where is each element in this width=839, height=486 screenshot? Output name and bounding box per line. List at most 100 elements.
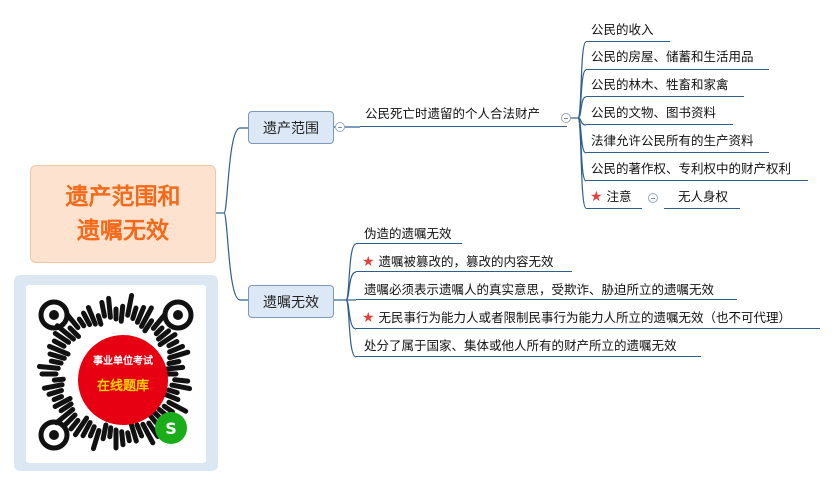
collapse-toggle[interactable] xyxy=(335,122,345,132)
collapse-toggle[interactable] xyxy=(648,193,658,203)
qr-module xyxy=(52,330,72,345)
invalid-will-item-text: 处分了属于国家、集体或他人所有的财产所立的遗嘱无效 xyxy=(364,338,677,353)
qr-module xyxy=(95,313,104,327)
estate-item-underline xyxy=(586,124,733,125)
qr-module xyxy=(167,343,185,355)
invalid-will-item-underline xyxy=(356,328,820,329)
invalid-will-item-text: 遗嘱必须表示遗嘱人的真实意思，受欺诈、胁迫所立的遗嘱无效 xyxy=(364,282,715,297)
estate-item[interactable]: 法律允许公民所有的生产资料 xyxy=(591,133,754,149)
qr-module xyxy=(81,310,93,328)
note-value-underline xyxy=(664,208,740,209)
estate-item-underline xyxy=(586,180,808,181)
star-icon: ★ xyxy=(362,310,375,326)
qr-module xyxy=(166,387,180,396)
note-underline xyxy=(586,208,642,209)
invalid-will-item[interactable]: 处分了属于国家、集体或他人所有的财产所立的遗嘱无效 xyxy=(364,338,677,354)
estate-item-underline xyxy=(586,41,670,42)
branch-estate-scope-label: 遗产范围 xyxy=(263,120,319,137)
root-topic[interactable]: 遗产范围和 遗嘱无效 xyxy=(30,165,216,263)
qr-module xyxy=(165,364,186,372)
branch-estate-scope[interactable]: 遗产范围 xyxy=(248,111,334,144)
invalid-will-item[interactable]: 遗嘱必须表示遗嘱人的真实意思，受欺诈、胁迫所立的遗嘱无效 xyxy=(364,282,714,298)
qr-code-pattern xyxy=(36,293,194,452)
star-icon: ★ xyxy=(362,254,375,270)
estate-item[interactable]: 公民的林木、牲畜和家禽 xyxy=(591,77,729,93)
estate-item[interactable]: 公民的房屋、储蓄和生活用品 xyxy=(591,49,754,65)
estate-item[interactable]: 公民的著作权、专利权中的财产权利 xyxy=(591,161,791,177)
root-title-line2: 遗嘱无效 xyxy=(77,218,169,244)
invalid-will-item[interactable]: 伪造的遗嘱无效 xyxy=(364,226,452,242)
root-title: 遗产范围和 遗嘱无效 xyxy=(66,180,181,248)
qr-module xyxy=(125,293,135,318)
invalid-will-item[interactable]: ★ 遗嘱被篡改的，篡改的内容无效 xyxy=(362,254,554,270)
qr-module xyxy=(58,401,74,414)
qr-module xyxy=(36,364,61,371)
qr-module xyxy=(107,425,114,440)
estate-item-text: 公民的林木、牲畜和家禽 xyxy=(591,77,729,92)
qr-module xyxy=(157,332,178,348)
qr-module xyxy=(162,391,181,403)
qr-module xyxy=(156,328,172,342)
estate-item[interactable]: 公民的收入 xyxy=(591,22,654,38)
qr-center-line2: 在线题库 xyxy=(96,379,149,394)
qr-module xyxy=(119,429,126,448)
qr-module xyxy=(51,394,64,403)
qr-module xyxy=(41,382,65,391)
qr-module xyxy=(47,343,71,357)
mini-program-icon: S xyxy=(155,412,187,444)
qr-module xyxy=(80,420,93,439)
qr-module xyxy=(85,305,98,327)
note-item[interactable]: ★ 注意 xyxy=(590,189,632,205)
estate-item-text: 公民的收入 xyxy=(591,22,654,37)
invalid-will-item[interactable]: ★ 无民事行为能力人或者限制民事行为能力人所立的遗嘱无效（也不可代理） xyxy=(362,310,791,326)
invalid-will-item-text: 遗嘱被篡改的，篡改的内容无效 xyxy=(378,254,554,269)
qr-center-line1: 事业单位考试 xyxy=(93,356,153,367)
branch-invalid-will-label: 遗嘱无效 xyxy=(263,294,319,311)
qr-module xyxy=(90,428,102,452)
mid-topic-label[interactable]: 公民死亡时遗留的个人合法财产 xyxy=(365,106,540,122)
qr-module xyxy=(47,351,67,361)
qr-module xyxy=(87,424,97,439)
qr-module xyxy=(67,325,81,339)
root-title-line1: 遗产范围和 xyxy=(65,184,181,210)
qr-module xyxy=(72,415,90,438)
qr-module xyxy=(140,421,156,446)
note-value[interactable]: 无人身权 xyxy=(678,189,728,205)
qr-finder-icon xyxy=(38,299,194,451)
qr-module xyxy=(61,412,78,429)
qr-module xyxy=(100,422,109,442)
collapse-toggle[interactable] xyxy=(561,113,571,123)
qr-module xyxy=(139,305,154,329)
qr-module xyxy=(166,339,180,349)
qr-module xyxy=(118,303,126,324)
qr-module xyxy=(106,295,113,320)
qr-module xyxy=(172,377,191,384)
mid-topic-underline xyxy=(360,126,567,127)
estate-item[interactable]: 公民的文物、图书资料 xyxy=(591,105,716,121)
mid-topic-text: 公民死亡时遗留的个人合法财产 xyxy=(365,106,541,121)
estate-item-text: 公民的文物、图书资料 xyxy=(591,105,717,120)
qr-module xyxy=(169,382,193,392)
qr-module xyxy=(166,399,189,414)
invalid-will-item-underline xyxy=(356,356,701,357)
estate-item-text: 法律允许公民所有的生产资料 xyxy=(591,133,754,148)
qr-center-logo xyxy=(78,335,168,425)
invalid-will-item-text: 伪造的遗嘱无效 xyxy=(364,226,452,241)
invalid-will-item-underline xyxy=(356,243,462,244)
estate-item-underline xyxy=(586,152,769,153)
star-icon: ★ xyxy=(590,189,603,205)
invalid-will-item-underline xyxy=(356,299,737,300)
qr-module xyxy=(128,422,139,444)
qr-module xyxy=(51,338,67,349)
qr-module xyxy=(142,318,155,334)
qr-module xyxy=(153,325,165,337)
qr-module xyxy=(166,359,182,366)
qr-module xyxy=(161,403,175,415)
invalid-will-item-underline xyxy=(356,271,572,272)
qr-module xyxy=(130,305,139,321)
invalid-will-item-text: 无民事行为能力人或者限制民事行为能力人所立的遗嘱无效（也不可代理） xyxy=(378,310,792,325)
branch-invalid-will[interactable]: 遗嘱无效 xyxy=(248,285,334,318)
qr-module xyxy=(134,422,145,439)
qr-module xyxy=(76,316,87,329)
